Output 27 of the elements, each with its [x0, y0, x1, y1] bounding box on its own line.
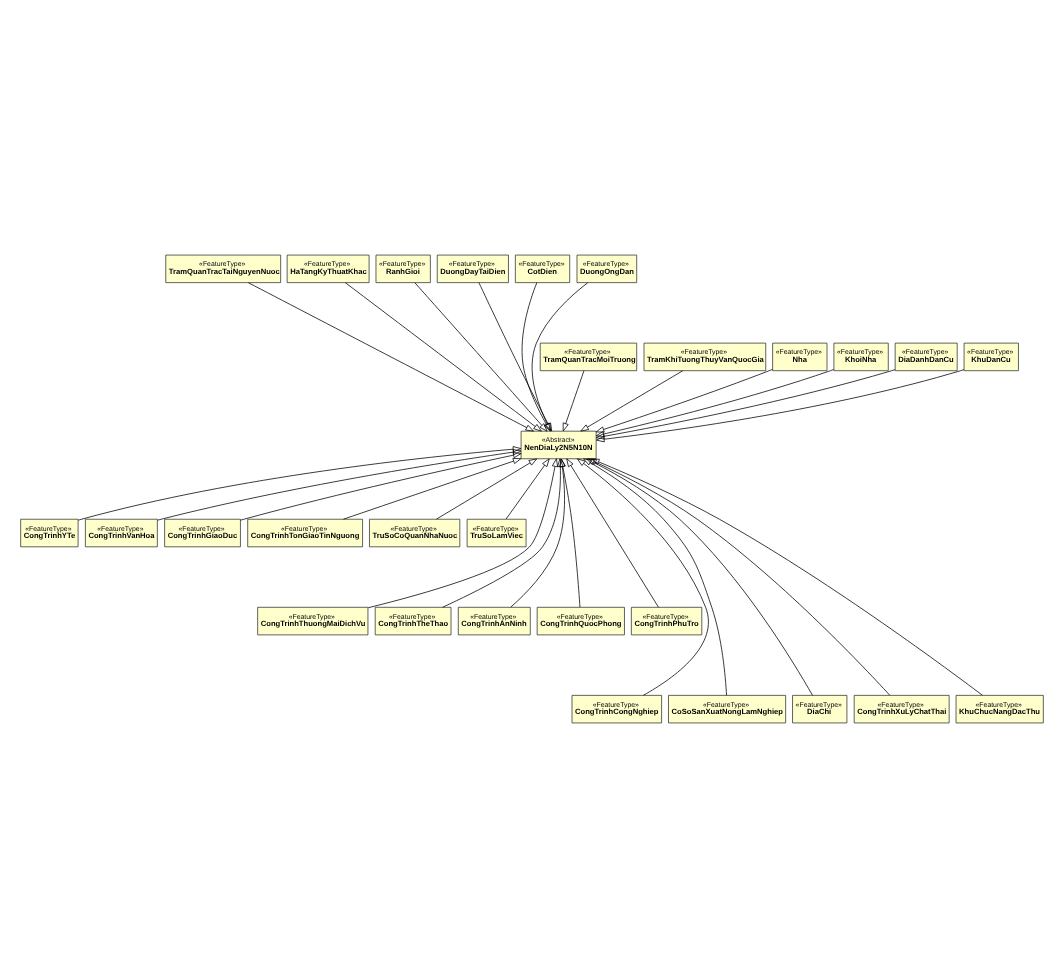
arrow: [442, 458, 564, 608]
arrow: [595, 369, 773, 433]
arrow: [343, 458, 522, 520]
arrow: [345, 282, 542, 432]
arrow: [478, 282, 553, 432]
arrow: [505, 458, 550, 520]
arrow: [591, 458, 983, 696]
arrow: [588, 458, 891, 696]
arrow: [566, 458, 659, 608]
arrow: [583, 458, 727, 696]
arrow: [562, 370, 585, 432]
arrow: [414, 282, 548, 432]
arrow: [531, 282, 589, 432]
arrow: [78, 446, 522, 521]
arrow: [586, 458, 813, 696]
arrow: [157, 449, 522, 521]
arrow: [240, 452, 522, 521]
arrow: [577, 458, 709, 696]
arrow: [559, 458, 581, 608]
arrow: [580, 370, 684, 432]
arrow: [248, 282, 534, 432]
arrow: [510, 458, 566, 608]
arrow: [595, 369, 835, 437]
arrow: [436, 458, 538, 520]
arrow: [596, 369, 965, 443]
arrow: [595, 369, 896, 440]
arrow: [521, 282, 551, 432]
